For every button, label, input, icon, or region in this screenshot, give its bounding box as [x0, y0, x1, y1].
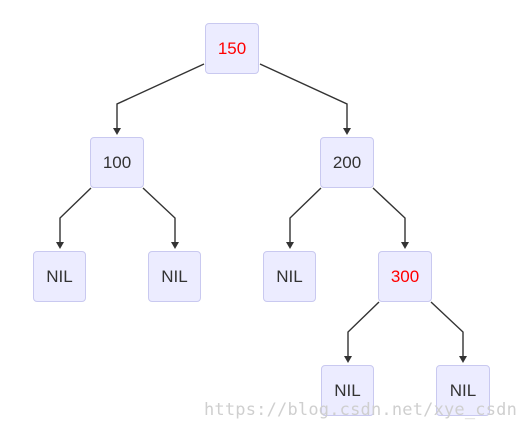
arrowhead — [113, 128, 121, 135]
arrowhead — [171, 242, 179, 249]
edge-300-nil5 — [430, 301, 464, 361]
edge-300-nil4 — [347, 301, 380, 361]
node-nil-1: NIL — [33, 251, 86, 302]
edge-200-nil3 — [289, 187, 322, 247]
node-150: 150 — [205, 23, 259, 74]
node-100: 100 — [90, 137, 144, 188]
arrowhead — [56, 242, 64, 249]
arrowhead — [401, 242, 409, 249]
arrowhead — [459, 356, 467, 363]
edge-200-300 — [372, 187, 406, 247]
edge-100-nil1 — [59, 187, 92, 247]
edge-150-100 — [116, 63, 205, 133]
node-200: 200 — [320, 137, 374, 188]
arrowhead — [344, 356, 352, 363]
node-nil-3: NIL — [263, 251, 316, 302]
arrowhead — [286, 242, 294, 249]
edge-100-nil2 — [142, 187, 176, 247]
node-nil-5: NIL — [436, 365, 490, 416]
node-nil-2: NIL — [148, 251, 201, 302]
watermark-text: https://blog.csdn.net/xye_csdn — [204, 400, 518, 420]
node-nil-4: NIL — [321, 365, 374, 416]
arrowhead — [343, 128, 351, 135]
edge-150-200 — [259, 63, 348, 133]
node-300: 300 — [378, 251, 432, 302]
